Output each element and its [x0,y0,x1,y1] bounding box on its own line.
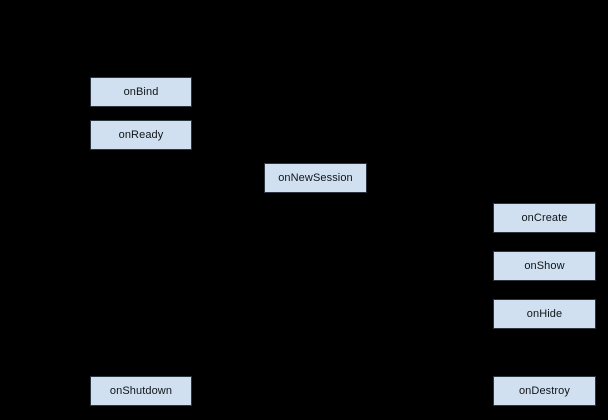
node-onBind[interactable]: onBind [90,77,192,107]
node-onDestroy[interactable]: onDestroy [493,376,596,406]
node-label: onReady [118,128,164,141]
node-label: onShow [524,259,565,272]
node-onHide[interactable]: onHide [493,299,596,329]
node-onCreate[interactable]: onCreate [493,203,596,233]
node-label: onNewSession [278,171,353,184]
node-onReady[interactable]: onReady [90,120,192,150]
node-label: onCreate [521,211,568,224]
node-label: onShutdown [109,384,173,397]
node-onShutdown[interactable]: onShutdown [90,376,192,406]
node-label: onDestroy [518,384,571,397]
node-onShow[interactable]: onShow [493,251,596,281]
node-label: onHide [526,307,563,320]
node-label: onBind [123,85,159,98]
node-onNewSession[interactable]: onNewSession [264,163,367,193]
